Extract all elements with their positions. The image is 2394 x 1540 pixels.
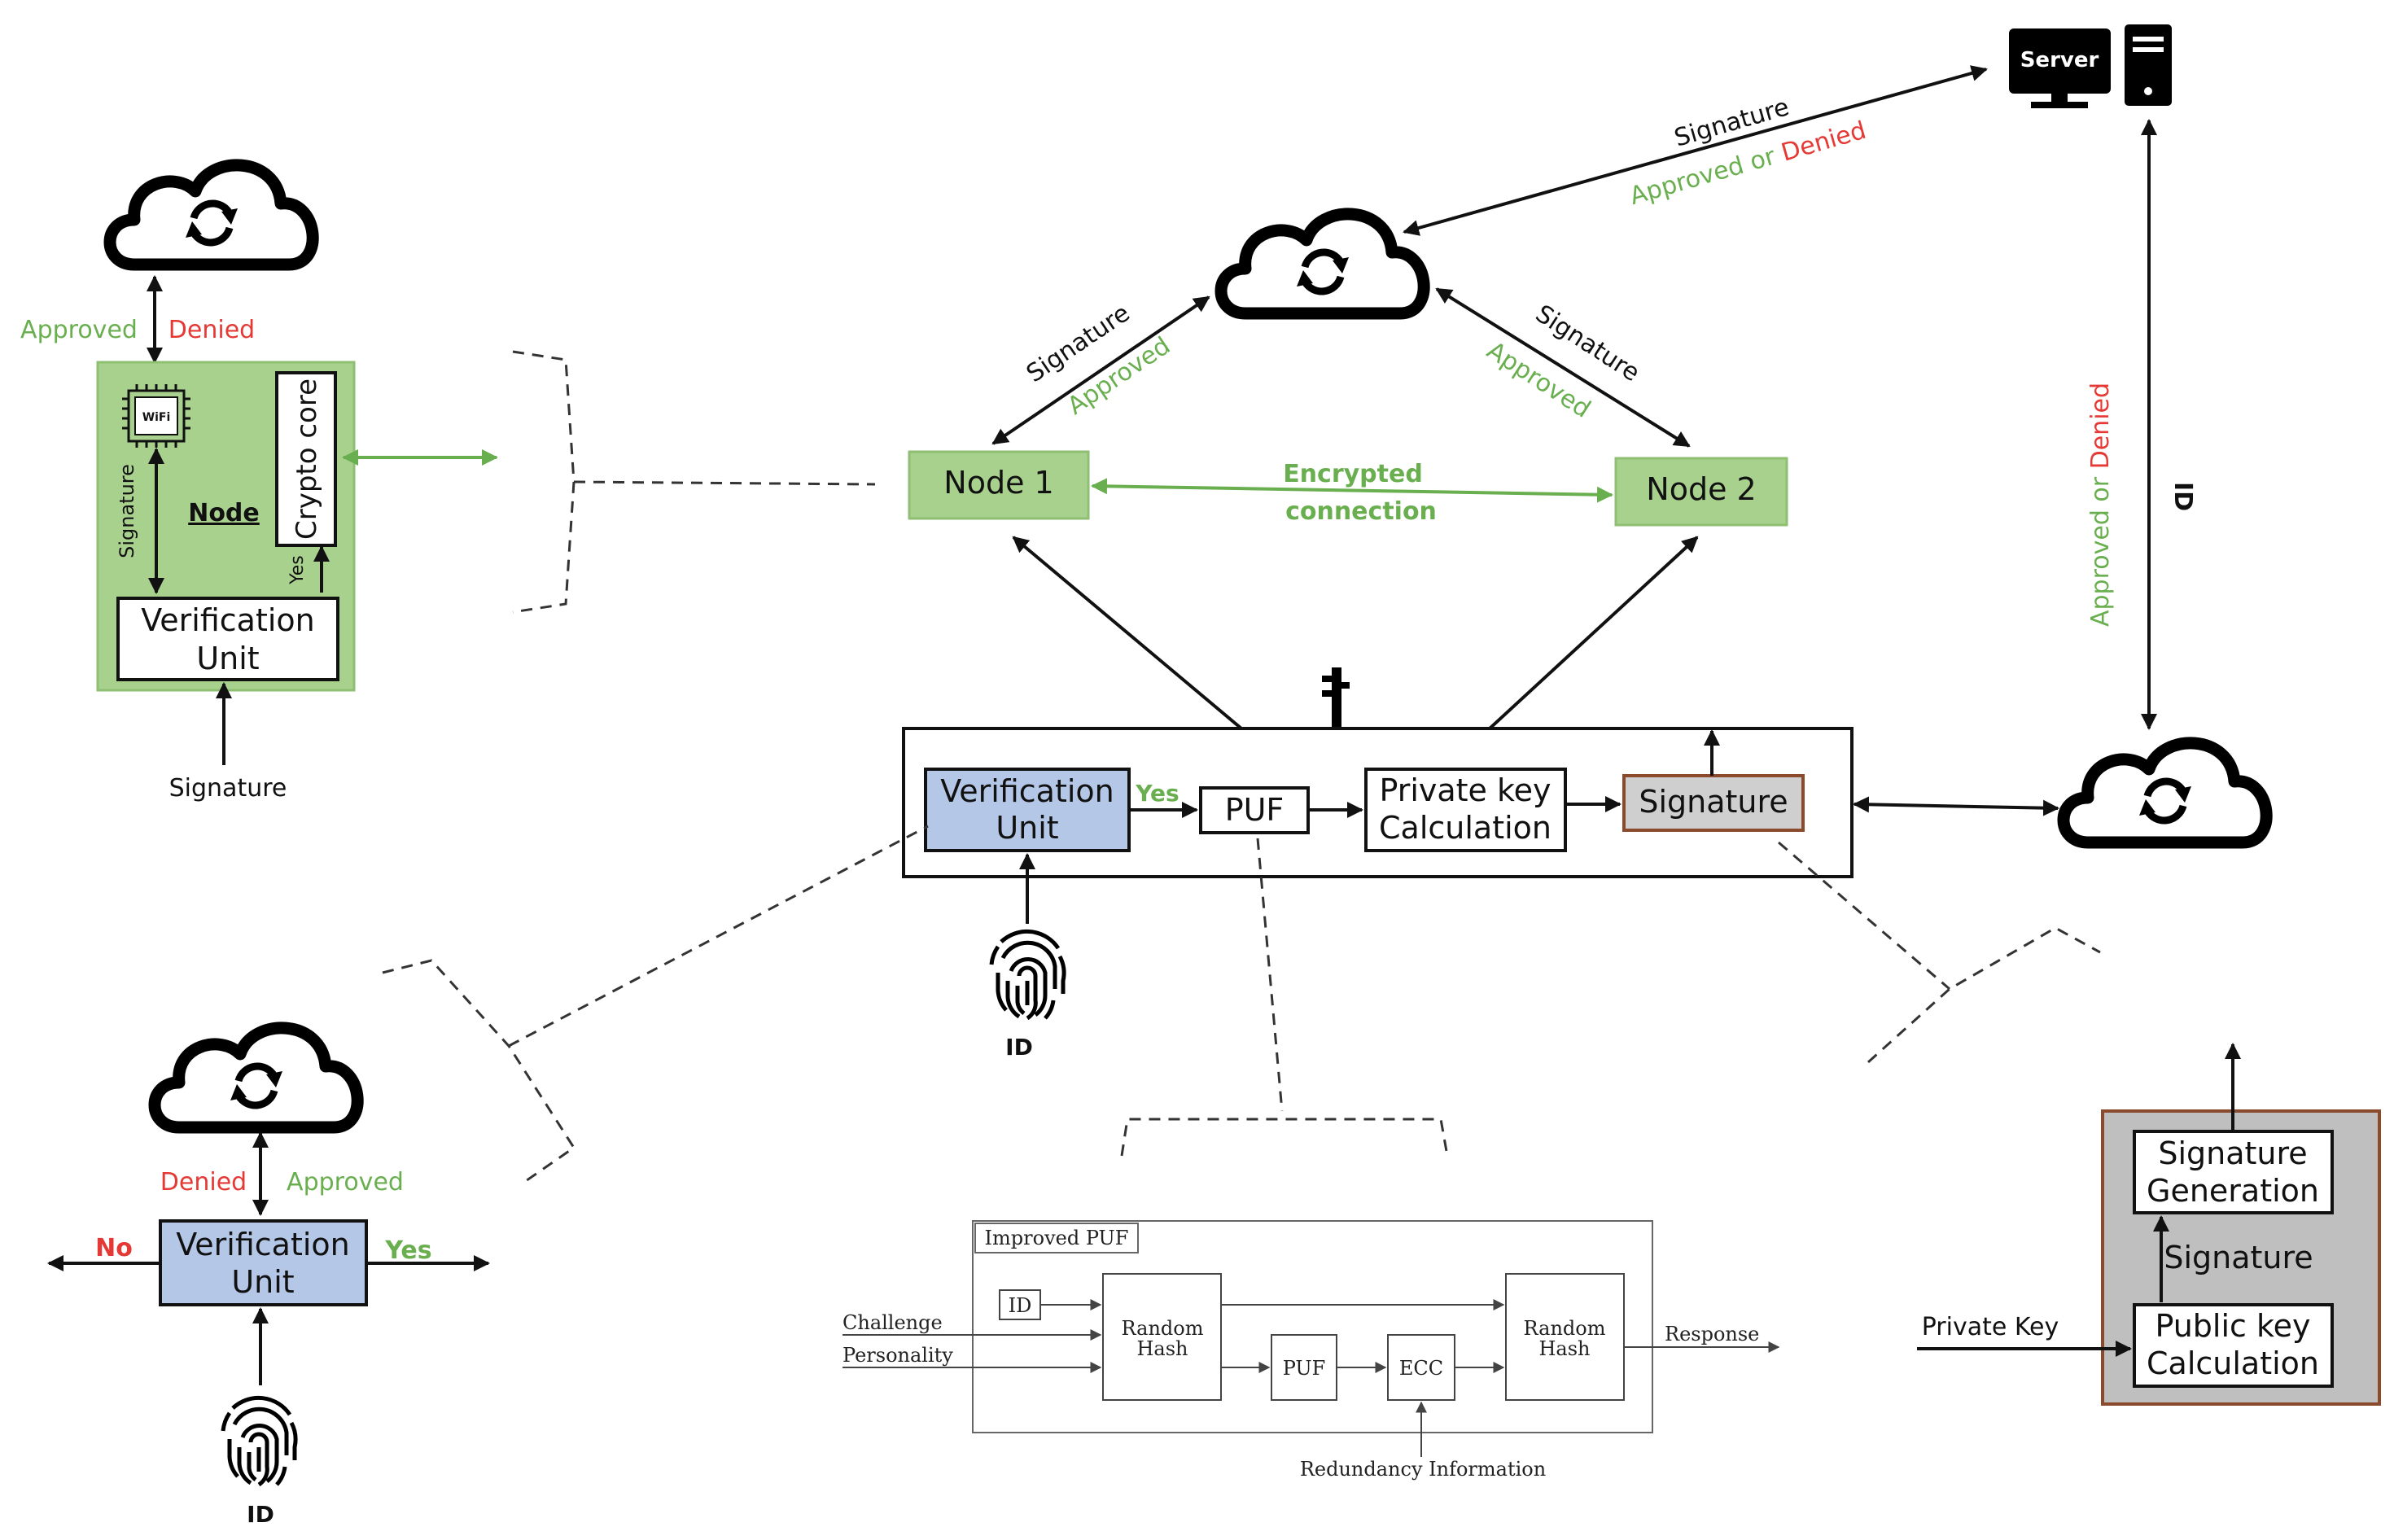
main-node1-arrow [1012, 536, 1243, 730]
right-link-id: ID [2169, 482, 2197, 511]
main-signature-box: Signature [1622, 774, 1805, 832]
public-key-line1: Public key [2155, 1308, 2310, 1344]
main-private-key-line2: Calculation [1379, 810, 1552, 846]
vu-detail-id: ID [247, 1501, 274, 1528]
random-hash-2-line2: Hash [1538, 1337, 1590, 1360]
encrypted-connection-arrow [1091, 478, 1613, 503]
node-panel-denied: Denied [168, 316, 255, 344]
node-panel-signature-vertical: Signature [116, 464, 138, 558]
random-hash-1-line1: Random [1122, 1317, 1204, 1340]
fingerprint-icon [223, 1398, 295, 1485]
vu-detail-verification-line1: Verification [176, 1227, 350, 1262]
cloud-sync-icon [2064, 743, 2266, 842]
cloud-node2-arrow [1435, 287, 1691, 448]
cloud-sync-icon [110, 165, 313, 265]
vu-detail-yes: Yes [384, 1236, 431, 1265]
fingerprint-icon [991, 931, 1064, 1018]
main-id-label: ID [1005, 1034, 1033, 1061]
svg-text:WiFi: WiFi [142, 411, 171, 424]
crypto-core-label: Crypto core [291, 378, 323, 540]
chip-icon: WiFi [122, 384, 190, 448]
node2-box: Node 2 [1614, 457, 1788, 527]
encrypted-label-2: connection [1285, 497, 1437, 526]
main-verification-line2: Unit [996, 810, 1058, 846]
main-private-key-line1: Private key [1379, 772, 1551, 808]
right-link-status: Approved or Denied [2086, 383, 2115, 627]
puf-challenge-label: Challenge [842, 1311, 943, 1334]
cloud-sync-icon [1221, 214, 1424, 313]
node-panel-verification-line1: Verification [141, 602, 315, 638]
node-panel-yes: Yes [287, 555, 308, 585]
puf-id-label: ID [1009, 1294, 1032, 1317]
puf-response-label: Response [1665, 1323, 1759, 1345]
node-panel-verification-unit: Verification Unit [116, 597, 339, 681]
node2-label: Node 2 [1646, 471, 1756, 507]
random-hash-1-line2: Hash [1136, 1337, 1188, 1360]
vu-detail-verification-line2: Unit [231, 1264, 294, 1300]
main-verification-line1: Verification [940, 773, 1114, 809]
main-verification-unit: Verification Unit [924, 768, 1131, 852]
main-puf-box: PUF [1199, 786, 1310, 834]
main-private-key-box: Private key Calculation [1364, 768, 1567, 852]
server-monitor-icon: Server [2009, 28, 2111, 108]
node-panel-verification-line2: Unit [196, 641, 259, 676]
main-right-cloud-arrow [1853, 796, 2059, 816]
puf-inner-label: PUF [1283, 1357, 1326, 1380]
main-signature-label: Signature [1639, 784, 1788, 820]
improved-puf-diagram: Improved PUF ID Random Hash PUF ECC Rand… [842, 1220, 1780, 1481]
sig-gen-line2: Generation [2147, 1173, 2319, 1209]
cloud-sync-icon [155, 1028, 357, 1127]
node1-box: Node 1 [908, 450, 1090, 520]
cloud-node1-arrow [991, 295, 1210, 445]
private-key-input-label: Private Key [1922, 1313, 2059, 1341]
server-cloud-arrow [1403, 65, 1988, 236]
encrypted-label-1: Encrypted [1283, 460, 1423, 488]
ecc-label: ECC [1399, 1357, 1443, 1380]
random-hash-2-line1: Random [1524, 1317, 1606, 1340]
vu-detail-approved: Approved [287, 1168, 404, 1197]
vu-detail-no: No [95, 1234, 133, 1262]
node-panel-signature-input: Signature [169, 774, 287, 803]
vu-detail-denied: Denied [160, 1168, 247, 1197]
server-label: Server [2020, 48, 2099, 72]
sig-gen-line1: Signature [2158, 1135, 2307, 1171]
crypto-core-box: Crypto core [275, 371, 337, 547]
puf-redundancy-label: Redundancy Information [1300, 1458, 1546, 1481]
puf-personality-label: Personality [842, 1344, 953, 1367]
signature-generation-box: Signature Generation [2133, 1130, 2334, 1214]
vu-detail-verification-unit: Verification Unit [159, 1219, 368, 1306]
node-panel-approved: Approved [20, 316, 138, 344]
main-node2-arrow [1488, 536, 1699, 730]
node1-label: Node 1 [943, 465, 1053, 501]
improved-puf-title: Improved PUF [985, 1227, 1129, 1249]
node-panel-node-label: Node [188, 499, 260, 527]
main-yes-label: Yes [1135, 780, 1179, 807]
server-tower-icon [2125, 24, 2172, 106]
public-key-box: Public key Calculation [2133, 1303, 2334, 1388]
main-puf-label: PUF [1225, 792, 1285, 828]
callout-dashed-lines [382, 350, 2101, 1186]
sig-detail-signature: Signature [2164, 1240, 2313, 1275]
public-key-line2: Calculation [2147, 1345, 2319, 1381]
